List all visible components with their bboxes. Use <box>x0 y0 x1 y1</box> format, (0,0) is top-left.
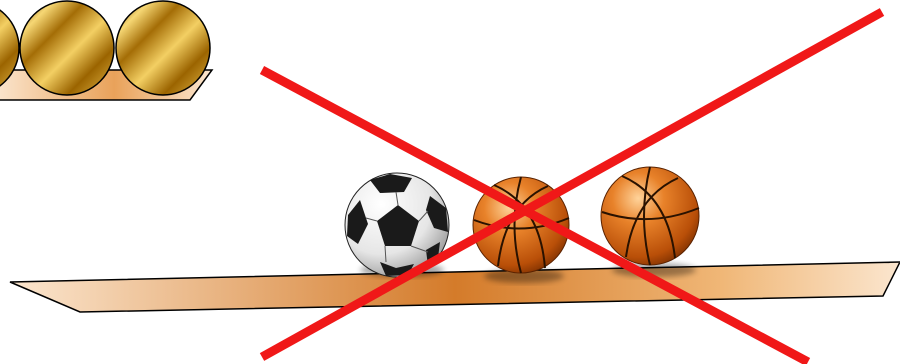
bottom-shelf <box>10 262 900 312</box>
cross-stroke-2 <box>262 12 882 357</box>
gold-ball-2 <box>20 1 114 95</box>
gold-ball-3 <box>116 1 210 95</box>
red-x-cross-icon <box>262 12 882 362</box>
top-shelf-group <box>0 1 212 100</box>
cross-stroke-1 <box>262 70 808 362</box>
